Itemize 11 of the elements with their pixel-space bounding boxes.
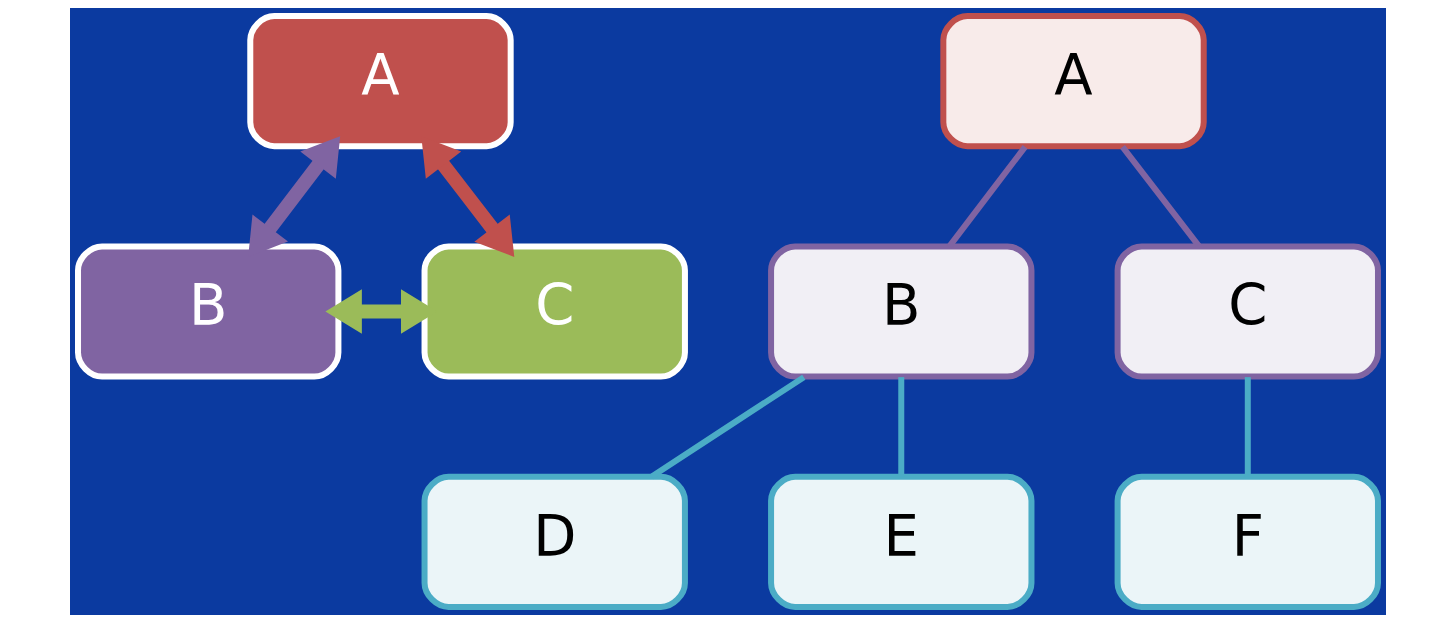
node-box: B	[75, 243, 342, 380]
node-box: C	[1114, 243, 1381, 380]
node-box: B	[768, 243, 1035, 380]
connector	[898, 377, 905, 477]
node-box: C	[421, 243, 688, 380]
node-box: D	[421, 473, 688, 610]
connector	[1244, 377, 1251, 477]
node-box: A	[940, 13, 1207, 150]
node-box: A	[247, 13, 514, 150]
node-box: F	[1114, 473, 1381, 610]
node-box: E	[768, 473, 1035, 610]
